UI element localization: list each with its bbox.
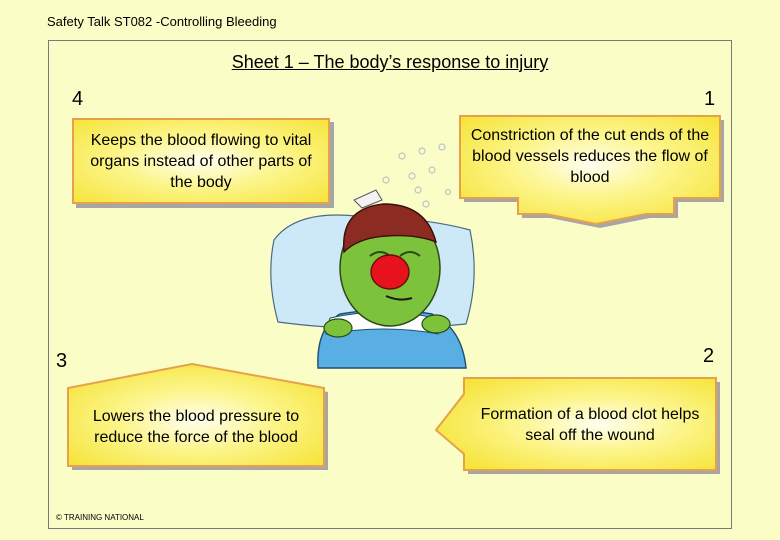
step-4-box: Keeps the blood flowing to vital organs … [72,118,330,204]
step-3-box: Lowers the blood pressure to reduce the … [70,388,322,466]
slide-frame [48,40,732,529]
copyright-notice: © TRAINING NATIONAL [56,513,144,522]
step-4-text: Keeps the blood flowing to vital organs … [90,131,312,191]
step-2-text: Formation of a blood clot helps seal off… [480,406,700,444]
right-hand-icon [421,314,451,334]
step-1-text: Constriction of the cut ends of the bloo… [470,126,710,186]
left-hand-icon [323,318,353,338]
step-number-2: 2 [703,345,715,367]
step-1-box: Constriction of the cut ends of the bloo… [462,116,718,196]
red-nose-icon [370,254,410,290]
step-2-arrow-callout [434,377,720,474]
step-3-text: Lowers the blood pressure to reduce the … [92,408,300,446]
step-3-arrow-callout [67,362,328,470]
step-number-3: 3 [56,350,68,372]
step-1-arrow-callout [459,115,724,228]
step-2-box: Formation of a blood clot helps seal off… [468,380,712,470]
step-number-4: 4 [72,88,84,110]
slide-title: Sheet 1 – The body’s response to injury [231,52,549,72]
thermometer-icon [353,189,383,209]
sick-patient-in-bed-illustration [270,143,475,369]
hot-water-bottle-icon [343,203,438,254]
page-header: Safety Talk ST082 -Controlling Bleeding [47,14,277,29]
step-number-1: 1 [704,88,716,110]
